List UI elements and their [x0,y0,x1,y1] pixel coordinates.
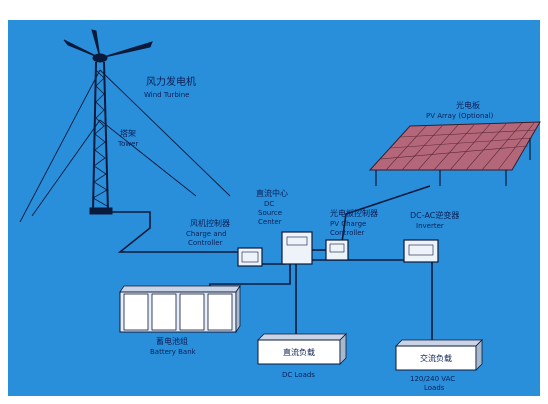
pv-array-label-en: PV Array (Optional) [426,112,494,120]
pv-controller-label-en2: Controller [330,229,365,237]
dc-center-label-cn: 直流中心 [256,189,288,198]
wind-turbine-tower [19,61,231,223]
pv-controller-label-en1: PV Charge [330,220,367,228]
pv-controller-box [325,239,349,261]
inverter-label-cn: DC-AC逆变器 [410,211,460,220]
battery-bank [119,284,241,334]
inverter-label-en: Inverter [416,222,444,230]
wind-controller-label-en1: Charge and [186,230,227,238]
ac-loads-label-en1: 120/240 VAC [410,375,456,383]
tower-label-en: Tower [118,140,139,148]
wind-turbine-label-en: Wind Turbine [144,91,190,99]
battery-label-cn: 蓄电池组 [156,337,188,346]
ac-loads-label-cn: 交流负载 [420,354,452,363]
dc-loads-box [257,333,347,365]
wind-turbine-label-cn: 风力发电机 [146,77,196,88]
inverter-box [403,239,439,263]
pv-array-label-cn: 光电板 [456,101,480,110]
dc-center-label-en3: Center [258,218,282,226]
dc-loads-label-en: DC Loads [282,371,315,379]
ac-loads-label-en2: Loads [424,384,445,392]
dc-center-label-en1: DC [264,200,275,208]
battery-label-en: Battery Bank [150,348,196,356]
wind-turbine-rotor [63,29,153,63]
dc-center-box [281,231,313,265]
wind-controller-box [237,247,263,267]
pv-controller-label-cn: 光电板控制器 [330,209,378,218]
tower-label-cn: 塔架 [120,129,136,138]
dc-center-label-en2: Source [258,209,283,217]
wind-controller-label-en2: Controller [188,239,223,247]
pv-array [368,121,541,186]
ac-loads-box [395,339,483,371]
wind-controller-label-cn: 风机控制器 [190,219,230,228]
dc-loads-label-cn: 直流负载 [283,348,315,357]
